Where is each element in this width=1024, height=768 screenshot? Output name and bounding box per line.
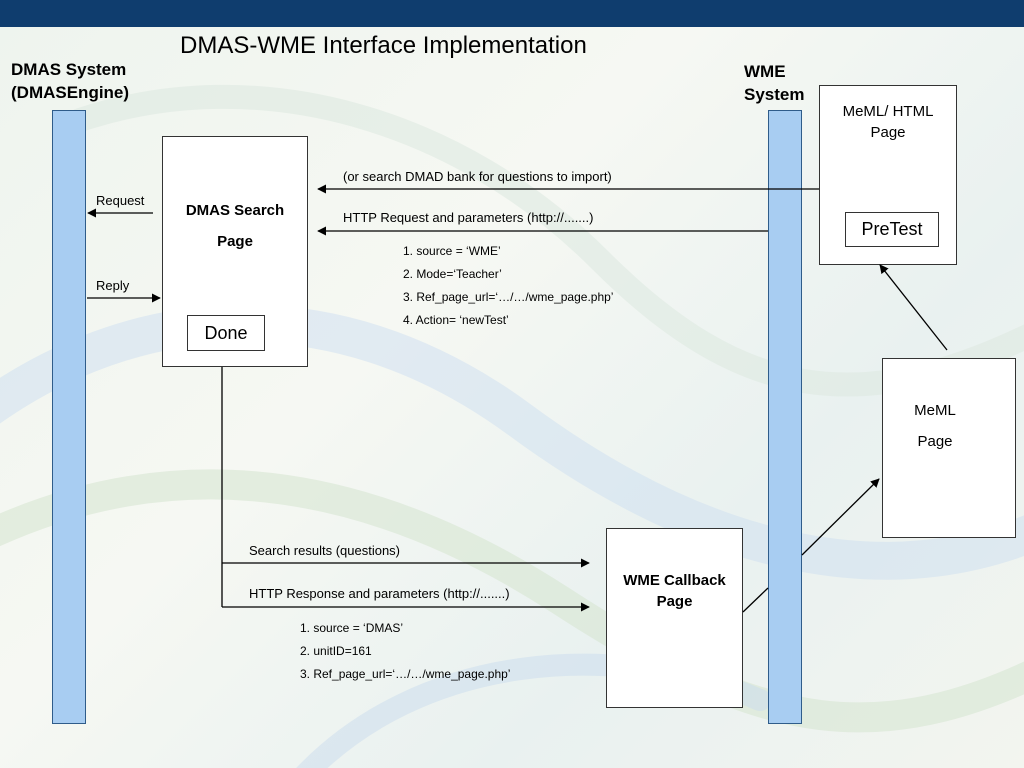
top-bar: [0, 0, 1024, 27]
wme-callback-page-title-line1: WME Callback: [623, 572, 726, 589]
wme-lifeline: [768, 110, 802, 724]
wme-callback-page-title-line2: Page: [656, 593, 693, 610]
meml-html-page-title-line1: MeML/ HTML: [842, 103, 934, 120]
request-param-4: 4. Action= ‘newTest’: [403, 313, 509, 327]
request-label: Request: [96, 193, 145, 208]
wme-system-label-line2: System: [744, 85, 805, 104]
meml-html-page-title-line2: Page: [870, 124, 906, 141]
response-param-2: 2. unitID=161: [300, 644, 372, 658]
response-param-3: 3. Ref_page_url=‘…/…/wme_page.php’: [300, 667, 511, 681]
dmas-lifeline: [52, 110, 86, 724]
pretest-button[interactable]: PreTest: [845, 212, 939, 247]
meml-page-box: MeML Page: [882, 358, 1016, 538]
wme-system-label: WME System: [744, 60, 804, 106]
dmas-search-page-title-line1: DMAS Search: [185, 202, 285, 219]
search-results-label: Search results (questions): [249, 543, 401, 558]
page-title: DMAS-WME Interface Implementation: [180, 32, 587, 59]
wme-callback-page-box: WME Callback Page: [606, 528, 743, 708]
dmas-system-label: DMAS System (DMASEngine): [11, 58, 129, 104]
http-request-label: HTTP Request and parameters (http://....…: [343, 210, 594, 225]
request-param-1: 1. source = ‘WME’: [403, 244, 501, 258]
meml-page-title-line2: Page: [917, 433, 953, 450]
wme-system-label-line1: WME: [744, 62, 786, 81]
done-button[interactable]: Done: [187, 315, 265, 351]
dmas-system-label-line1: DMAS System: [11, 60, 127, 79]
dmas-system-label-line2: (DMASEngine): [11, 83, 130, 102]
meml-page-title-line1: MeML: [914, 402, 956, 419]
wme-to-meml-arrow: [801, 478, 880, 556]
meml-to-html-arrow: [879, 264, 948, 351]
callback-to-wme-line: [742, 587, 769, 613]
request-param-3: 3. Ref_page_url=‘…/…/wme_page.php’: [403, 290, 614, 304]
request-param-2: 2. Mode=‘Teacher’: [403, 267, 502, 281]
response-param-1: 1. source = ‘DMAS’: [300, 621, 404, 635]
reply-label: Reply: [96, 278, 130, 293]
dmas-search-page-title-line2: Page: [217, 233, 253, 250]
http-response-label: HTTP Response and parameters (http://...…: [249, 586, 510, 601]
search-bank-label: (or search DMAD bank for questions to im…: [343, 169, 612, 184]
